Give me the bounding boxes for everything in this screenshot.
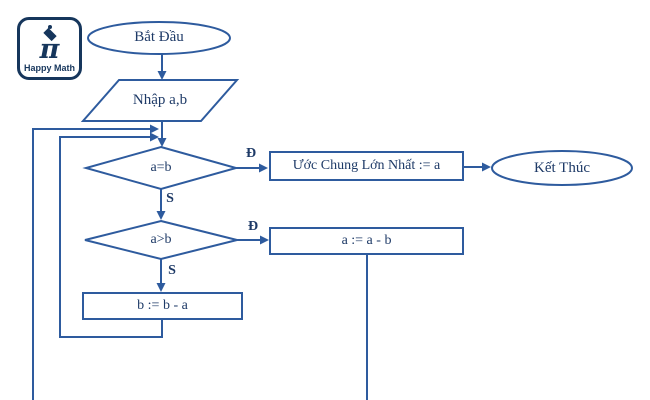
end-label: Kết Thúc (534, 160, 590, 176)
happy-math-logo: π Happy Math (17, 17, 82, 80)
arrowhead-merge-outer (150, 124, 159, 134)
graduation-cap-dot (47, 25, 52, 29)
arrowhead-into-end (482, 162, 491, 172)
loop-assign-b-back (59, 136, 163, 338)
arrowhead-into-cond1 (157, 138, 167, 147)
arrowhead-into-gcd (259, 163, 268, 173)
branch-yes-label-1: Đ (245, 146, 257, 161)
start-label: Bắt Đầu (134, 29, 184, 45)
end-oval (491, 150, 633, 186)
cond2-label: a>b (150, 232, 172, 247)
arrowhead-into-assign-b (156, 283, 166, 292)
arrowhead-into-assign-a (260, 235, 269, 245)
start-oval (87, 21, 231, 55)
branch-no-label-1: S (166, 191, 174, 206)
cond1-label: a=b (150, 160, 172, 175)
arrowhead-into-cond2 (156, 211, 166, 220)
input-parallelogram (80, 79, 240, 122)
logo-brand-text: Happy Math (23, 63, 75, 73)
branch-no-label-2: S (168, 263, 176, 278)
arrowhead-merge-inner (150, 132, 159, 142)
input-label: Nhập a,b (132, 92, 188, 108)
assign-a-label: a := a - b (341, 233, 392, 248)
gcd-label: Ước Chung Lớn Nhất := a (292, 158, 441, 173)
arrowhead-into-input (157, 71, 167, 80)
assign-b-label: b := b - a (137, 298, 188, 313)
branch-yes-label-2: Đ (247, 219, 259, 234)
loop-assign-a-back (32, 128, 151, 400)
pi-symbol: π (39, 34, 60, 65)
pi-graduate-icon: π (30, 25, 70, 65)
